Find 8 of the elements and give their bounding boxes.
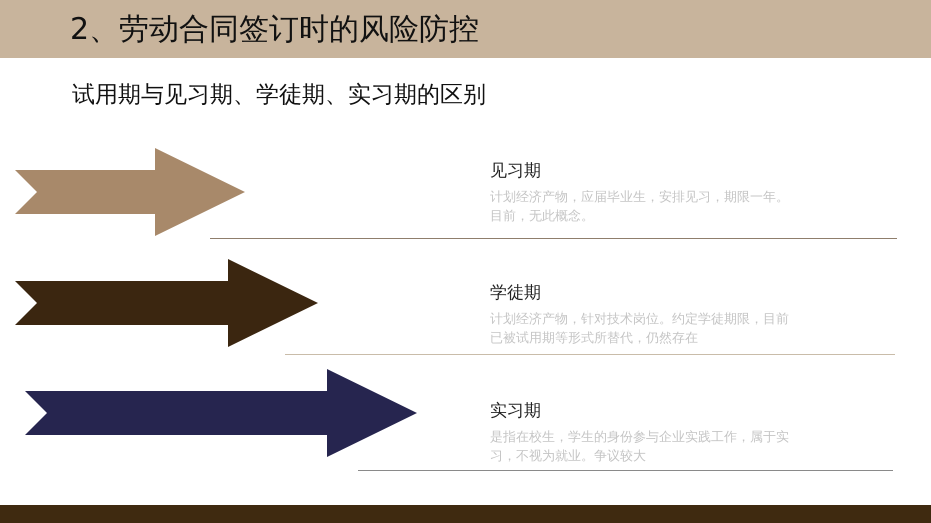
section-heading: 见习期 <box>490 160 542 182</box>
description-text: 是指在校生，学生的身份参与企业实践工作，属于实习，不视为就业。争议较大 <box>490 429 790 466</box>
section-heading: 实习期 <box>490 400 542 422</box>
subtitle: 试用期与见习期、学徒期、实习期的区别 <box>72 81 486 110</box>
description-text: 计划经济产物，针对技术岗位。约定学徒期限，目前已被试用期等形式所替代，仍然存在 <box>490 311 790 348</box>
section-heading: 学徒期 <box>490 282 542 304</box>
description-text: 计划经济产物，应届毕业生，安排见习，期限一年。目前，无此概念。 <box>490 189 790 226</box>
slide-title: 2、劳动合同签订时的风险防控 <box>70 12 480 48</box>
